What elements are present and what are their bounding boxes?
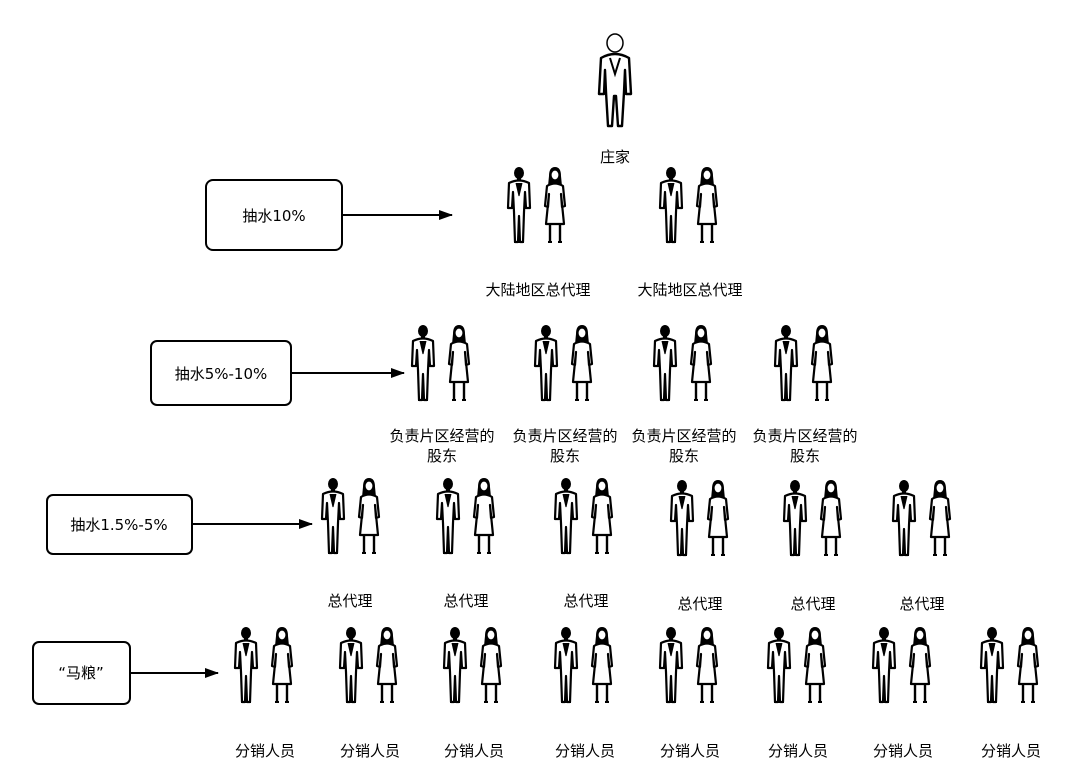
seller-pair-icon — [873, 627, 930, 702]
member-label-line1: 负责片区经营的 — [752, 427, 857, 445]
member-label-line1: 负责片区经营的 — [631, 427, 736, 445]
boss-figure-icon — [597, 32, 633, 128]
seller-pair-icon — [235, 627, 292, 702]
seller-pair-icon — [555, 627, 612, 702]
member-label: 总代理 — [327, 592, 372, 610]
agent-pair-icon — [508, 167, 565, 242]
member-label-line2: 股东 — [669, 447, 699, 465]
member-label: 分销人员 — [660, 742, 720, 760]
rate-label: 抽水10% — [242, 207, 305, 225]
seller-pair-icon — [660, 627, 717, 702]
member-label: 总代理 — [899, 595, 944, 613]
member-label: 总代理 — [677, 595, 722, 613]
shareholder-pair-icon — [654, 325, 711, 400]
member-label: 大陆地区总代理 — [485, 281, 590, 299]
member-label: 分销人员 — [873, 742, 933, 760]
agent-pair-icon — [322, 478, 379, 553]
seller-pair-icon — [444, 627, 501, 702]
rate-label: 抽水1.5%-5% — [70, 516, 167, 534]
shareholder-pair-icon — [412, 325, 469, 400]
shareholder-pair-icon — [775, 325, 832, 400]
member-label: 分销人员 — [235, 742, 295, 760]
agent-pair-icon — [437, 478, 494, 553]
seller-pair-icon — [340, 627, 397, 702]
member-label: 分销人员 — [555, 742, 615, 760]
member-label: 总代理 — [563, 592, 608, 610]
member-label: 分销人员 — [444, 742, 504, 760]
member-label: 大陆地区总代理 — [637, 281, 742, 299]
member-label: 总代理 — [443, 592, 488, 610]
member-label-line2: 股东 — [550, 447, 580, 465]
member-label-line1: 负责片区经营的 — [512, 427, 617, 445]
rate-label: 抽水5%-10% — [175, 365, 268, 383]
member-label-line2: 股东 — [427, 447, 457, 465]
member-label: 总代理 — [790, 595, 835, 613]
level-4: “马粮” 分销人员 分销人员 分销人员 分销人员 分销人员 分销人员 分销人员 … — [32, 627, 1041, 760]
agent-pair-icon — [784, 480, 841, 555]
agent-pair-icon — [893, 480, 950, 555]
member-label-line2: 股东 — [790, 447, 820, 465]
level-3: 抽水1.5%-5% 总代理 总代理 总代理 总代理 总代理 总代理 — [46, 478, 950, 613]
top-node: 庄家 — [597, 32, 633, 166]
level-2: 抽水5%-10% 负责片区经营的 股东 负责片区经营的 股东 负责片区经营的 股… — [150, 325, 858, 465]
seller-pair-icon — [768, 627, 825, 702]
seller-pair-icon — [981, 627, 1038, 702]
level-1: 抽水10% 大陆地区总代理 大陆地区总代理 — [205, 167, 743, 299]
member-label: 分销人员 — [340, 742, 400, 760]
agent-pair-icon — [555, 478, 612, 553]
member-label: 分销人员 — [768, 742, 828, 760]
agent-pair-icon — [671, 480, 728, 555]
member-label: 分销人员 — [981, 742, 1041, 760]
top-label: 庄家 — [600, 148, 630, 166]
agent-pair-icon — [660, 167, 717, 242]
shareholder-pair-icon — [535, 325, 592, 400]
rate-label: “马粮” — [58, 664, 104, 682]
member-label-line1: 负责片区经营的 — [389, 427, 494, 445]
